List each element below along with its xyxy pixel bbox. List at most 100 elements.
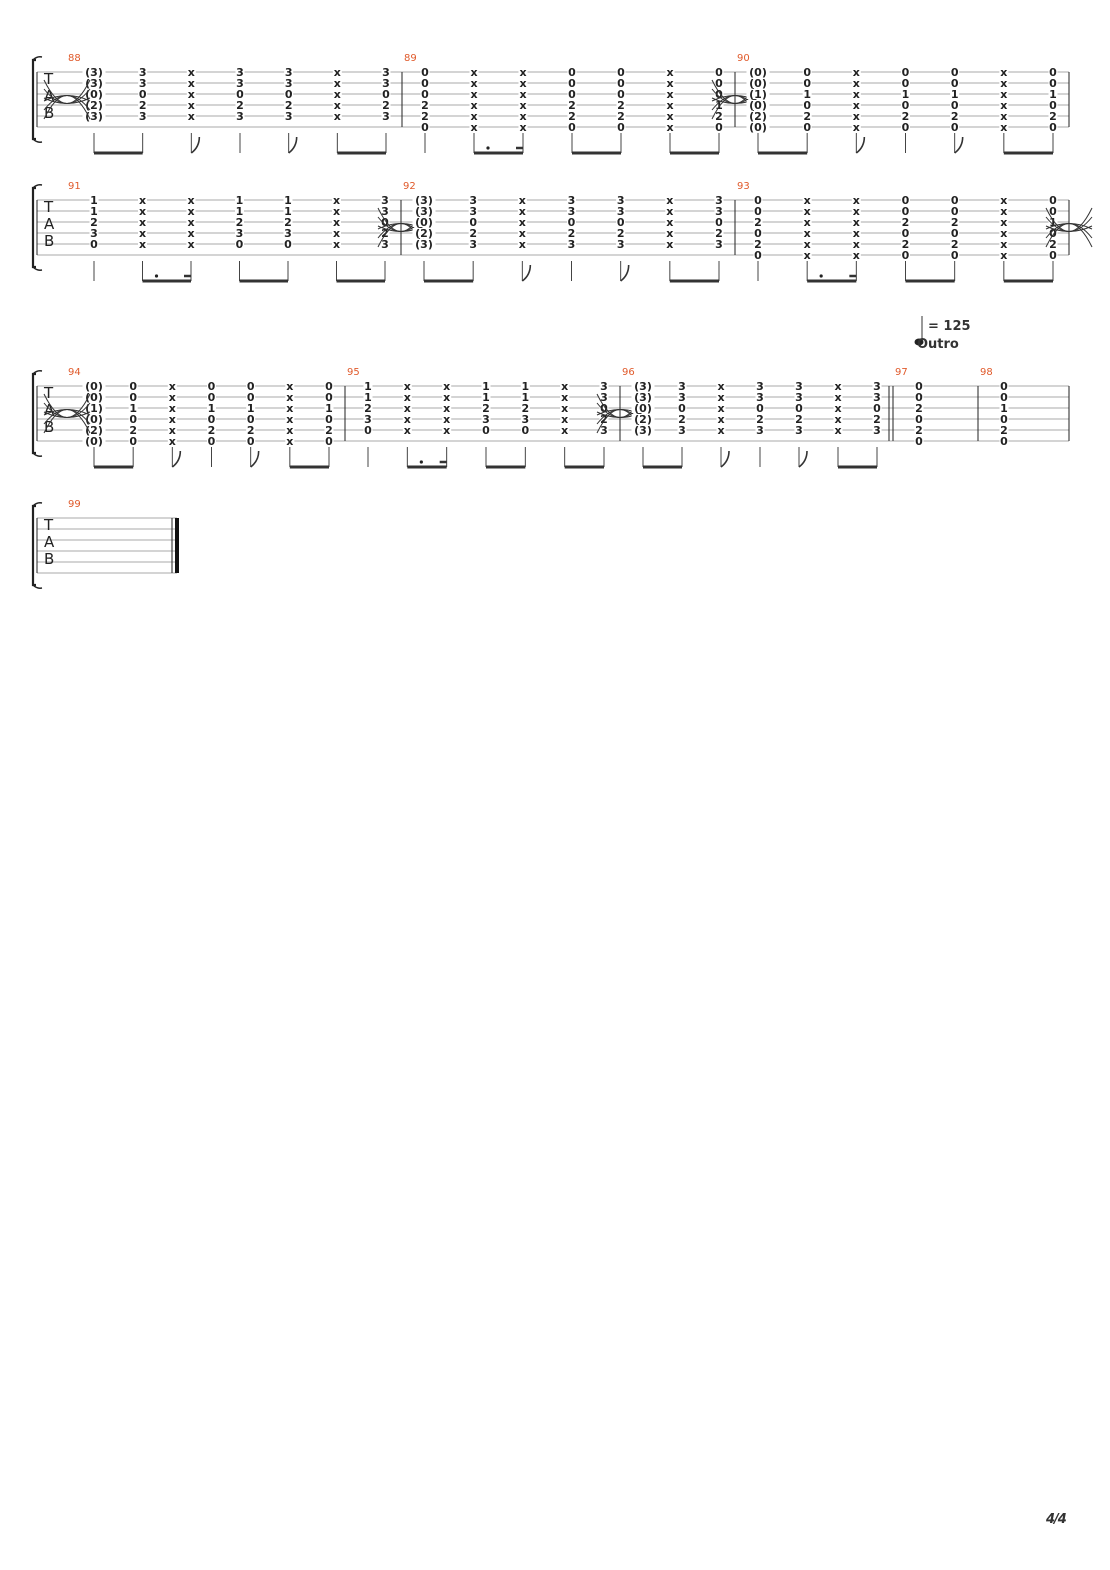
fret-knockout	[914, 392, 924, 402]
fret-knockout	[950, 67, 960, 77]
fret-number: 2	[208, 424, 216, 437]
fret-knockout	[999, 392, 1009, 402]
dead-note: x	[853, 121, 860, 134]
fret-number: 2	[139, 99, 147, 112]
fret-number: 3	[873, 380, 881, 393]
fret-knockout	[567, 89, 577, 99]
fret-knockout	[442, 414, 452, 424]
fret-number: 0	[951, 249, 959, 262]
fret-knockout	[324, 425, 334, 435]
fret-number: 0	[1000, 413, 1008, 426]
fret-knockout	[235, 228, 244, 238]
dead-note: x	[666, 88, 673, 101]
fret-knockout	[167, 425, 177, 435]
fret-knockout	[616, 239, 626, 249]
fret-number: 3	[285, 110, 293, 123]
dead-note: x	[853, 227, 860, 240]
dead-note: x	[188, 88, 195, 101]
fret-number: 2	[754, 216, 762, 229]
dead-note: x	[519, 205, 526, 218]
fret-knockout	[616, 122, 626, 132]
fret-knockout	[520, 381, 530, 391]
tie-curve	[377, 223, 425, 230]
note-flag	[954, 136, 964, 154]
fret-number: 1	[236, 205, 244, 218]
fret-knockout	[677, 414, 687, 424]
measure-number: 93	[737, 181, 750, 192]
dead-note: x	[1000, 66, 1007, 79]
fret-number: 0	[469, 216, 477, 229]
fret-knockout	[324, 392, 334, 402]
fret-knockout	[246, 414, 256, 424]
fret-knockout	[246, 403, 256, 413]
fret-knockout	[207, 436, 216, 446]
fret-number: 3	[715, 238, 723, 251]
fret-number: 1	[482, 391, 490, 404]
dead-note: x	[470, 110, 477, 123]
fret-number: 0	[1049, 205, 1057, 218]
dead-note: x	[333, 194, 340, 207]
fret-number: 2	[795, 413, 803, 426]
fret-number: 2	[951, 110, 959, 123]
fret-number: 2	[678, 413, 686, 426]
fret-knockout	[363, 425, 373, 435]
bracket-top-curl	[32, 184, 43, 189]
fret-knockout	[1048, 100, 1058, 110]
fret-knockout	[802, 195, 812, 205]
fret-knockout	[802, 122, 812, 132]
fret-number: 0	[1049, 194, 1057, 207]
fret-number: 0	[129, 413, 137, 426]
fret-number: 3	[678, 424, 686, 437]
fret-knockout	[285, 425, 295, 435]
fret-number: 2	[325, 424, 333, 437]
fret-number: 0	[421, 66, 429, 79]
fret-knockout	[901, 228, 910, 238]
fret-knockout	[186, 228, 196, 238]
dead-note: x	[334, 110, 341, 123]
fret-knockout	[716, 392, 726, 402]
fret-knockout	[324, 381, 334, 391]
fret-knockout	[82, 403, 106, 413]
fret-knockout	[755, 425, 765, 435]
fret-knockout	[128, 403, 138, 413]
fret-knockout	[872, 425, 882, 435]
fret-number: 0	[951, 194, 959, 207]
system-bracket	[31, 186, 36, 269]
fret-knockout	[851, 78, 861, 88]
fret-number: 3	[236, 227, 244, 240]
fret-number: (0)	[749, 77, 767, 90]
fret-knockout	[235, 206, 244, 216]
fret-knockout	[599, 414, 609, 424]
fret-number: 0	[803, 77, 811, 90]
fret-knockout	[469, 89, 479, 99]
fret-number: 0	[951, 227, 959, 240]
fret-knockout	[833, 425, 843, 435]
fret-knockout	[999, 100, 1009, 110]
fret-number: 1	[902, 88, 910, 101]
fret-number: 0	[1000, 380, 1008, 393]
fret-number: 0	[247, 435, 255, 448]
fret-knockout	[284, 89, 294, 99]
fret-knockout	[284, 111, 294, 121]
page-number: 4/4	[1046, 1512, 1067, 1527]
fret-knockout	[468, 239, 478, 249]
dead-note: x	[187, 205, 194, 218]
fret-number: 2	[1000, 424, 1008, 437]
dead-note: x	[404, 391, 411, 404]
fret-knockout	[381, 67, 391, 77]
bracket-top-curl	[32, 56, 43, 61]
bracket-top-curl	[32, 502, 43, 507]
fret-knockout	[802, 111, 812, 121]
fret-knockout	[82, 414, 106, 424]
dead-note: x	[834, 413, 841, 426]
dead-note: x	[717, 380, 724, 393]
fret-knockout	[420, 111, 430, 121]
fret-knockout	[518, 67, 528, 77]
fret-number: 3	[756, 380, 764, 393]
fret-number: 0	[568, 88, 576, 101]
fret-knockout	[714, 89, 724, 99]
fret-knockout	[520, 414, 530, 424]
fret-number: 0	[1049, 77, 1057, 90]
fret-number: 2	[715, 110, 723, 123]
